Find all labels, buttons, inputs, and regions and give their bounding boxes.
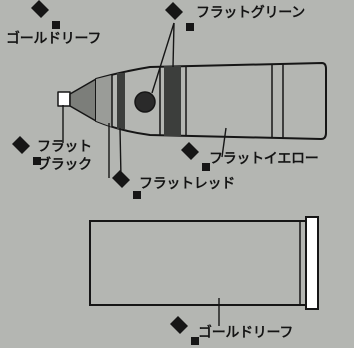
label-flat-green: フラットグリーン (196, 5, 305, 21)
paint-bottle-icon (170, 316, 199, 345)
nose-cone (69, 78, 97, 122)
label-flat-yellow: フラットイエロー (209, 151, 319, 167)
circle-marker (134, 91, 156, 113)
red-band (117, 73, 125, 129)
projectile-outline (95, 62, 327, 140)
green-band (164, 66, 181, 136)
tip-cap (57, 91, 71, 107)
label-gold-leaf-bottom: ゴールドリーフ (198, 325, 294, 341)
leader-lines (62, 22, 227, 326)
paint-bottle-icon (165, 2, 194, 31)
paint-bottle-icon (31, 0, 60, 29)
paint-bottle-icon (181, 142, 210, 171)
label-flat-black-line2: ブラック (37, 157, 92, 173)
projectile-drawing (57, 62, 327, 140)
label-flat-red: フラットレッド (139, 176, 235, 192)
casing-rim (305, 216, 319, 310)
casing-body (89, 220, 307, 306)
paint-bottle-icon (112, 170, 141, 199)
casing-drawing (89, 216, 319, 310)
label-gold-leaf-top: ゴールドリーフ (6, 31, 102, 47)
label-flat-black-line1: フラット (37, 139, 92, 155)
